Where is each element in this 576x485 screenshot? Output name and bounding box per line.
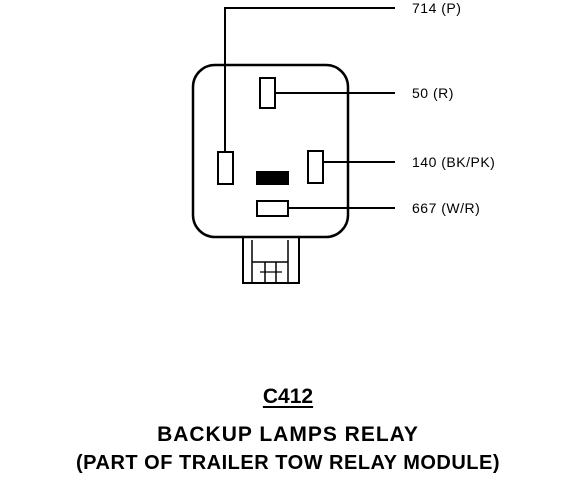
wire-714 xyxy=(224,7,395,152)
terminal-140 xyxy=(307,150,324,184)
wire-label-140: 140 (BK/PK) xyxy=(412,154,496,170)
terminal-667 xyxy=(256,200,289,217)
wire-label-667: 667 (W/R) xyxy=(412,200,481,216)
connector-name: BACKUP LAMPS RELAY xyxy=(157,423,419,446)
terminal-50 xyxy=(259,77,276,109)
wire-label-714: 714 (P) xyxy=(412,0,462,16)
terminal-714 xyxy=(217,151,234,185)
locking-tab xyxy=(242,236,300,284)
terminal-key-block xyxy=(256,171,289,185)
connector-id-text: C412 xyxy=(262,385,314,408)
connector-id: C412 xyxy=(0,385,576,409)
wire-label-50: 50 (R) xyxy=(412,85,454,101)
connector-note: (PART OF TRAILER TOW RELAY MODULE) xyxy=(75,452,501,474)
